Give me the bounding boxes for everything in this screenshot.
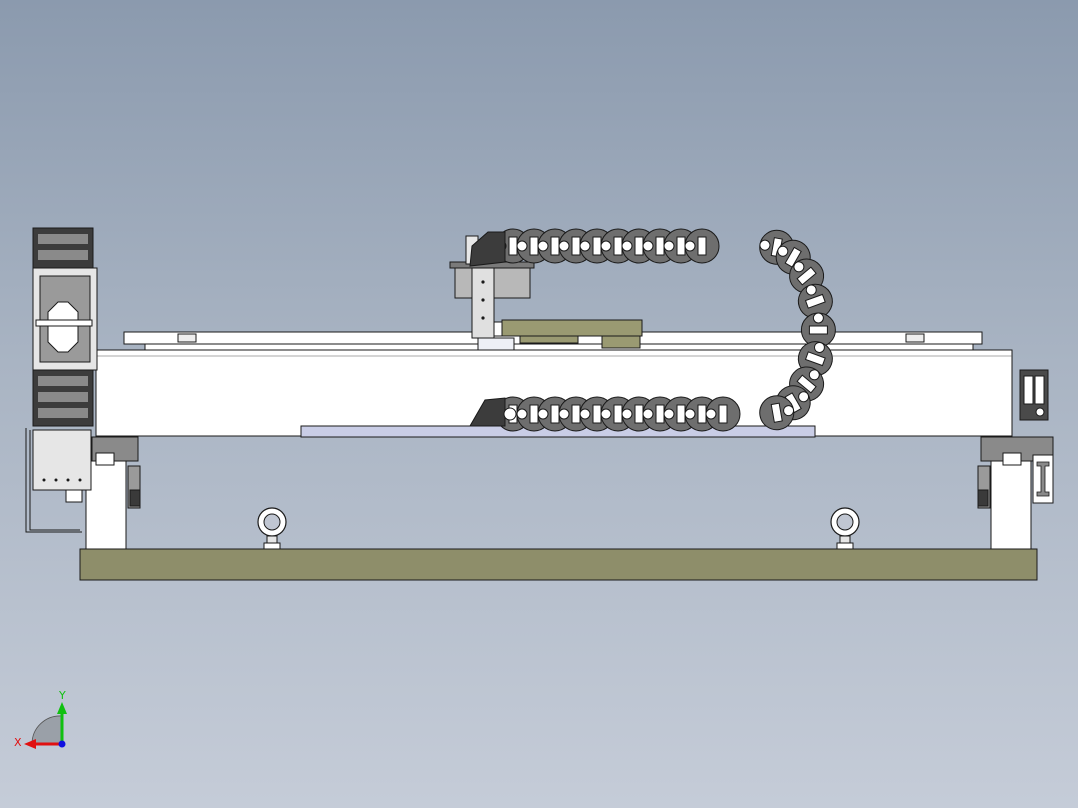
drag-chain-link (759, 395, 795, 431)
right-connector-box (1019, 369, 1049, 421)
drag-chain-link (705, 396, 741, 432)
triad-x-label: X (14, 736, 22, 749)
chain-end-bracket-top (469, 231, 506, 267)
drag-chain-link (684, 228, 720, 264)
drag-chain-link (797, 283, 833, 319)
lifting-eye-bolt-icon (257, 507, 287, 550)
right-support-leg (977, 436, 1054, 550)
chain-end-bracket-bottom (469, 397, 506, 427)
left-axis-chain-assembly (25, 227, 98, 533)
triad-y-label: Y (58, 689, 66, 702)
lifting-eye-bolt-icon (830, 507, 860, 550)
coordinate-triad-icon: X Y (14, 689, 67, 749)
left-support-leg (85, 436, 141, 550)
base-plate (79, 548, 1038, 581)
drag-chain (469, 228, 836, 432)
drag-chain-link (800, 312, 836, 348)
chain-pivot-hole (503, 407, 517, 421)
